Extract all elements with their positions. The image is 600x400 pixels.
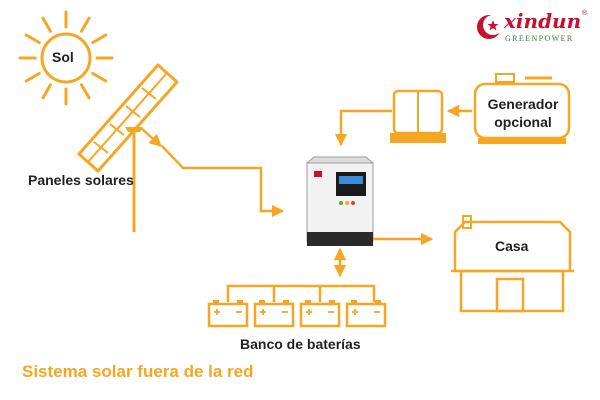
house-icon bbox=[451, 215, 574, 313]
star-crescent-logo-icon bbox=[477, 15, 503, 39]
generator-icon bbox=[390, 73, 571, 144]
solar-panel-icon bbox=[77, 63, 179, 232]
sun-ray bbox=[24, 72, 41, 83]
sun-icon bbox=[18, 10, 114, 106]
battery-bank-icons bbox=[207, 300, 387, 328]
sun-ray bbox=[91, 72, 108, 83]
diagram-title: Sistema solar fuera de la red bbox=[22, 362, 254, 381]
battery-bank-label: Banco de baterías bbox=[240, 336, 361, 352]
battery-icon bbox=[299, 300, 341, 328]
inverter-icon bbox=[305, 156, 375, 246]
sun-label: Sol bbox=[52, 49, 74, 65]
brand-registered-mark: ® bbox=[582, 10, 588, 17]
solar-panels-label: Paneles solares bbox=[28, 172, 134, 188]
sun-ray bbox=[80, 83, 91, 100]
edge-panels-to-inverter bbox=[140, 127, 285, 218]
edge-generator-to-inverter bbox=[334, 104, 472, 147]
sun-ray bbox=[91, 33, 108, 44]
edge-inverter-to-battery-bank bbox=[226, 247, 376, 302]
sun-ray bbox=[24, 33, 41, 44]
brand-name: xindun bbox=[504, 9, 582, 33]
sun-ray bbox=[41, 83, 52, 100]
sun-ray bbox=[80, 16, 91, 33]
sun-ray bbox=[41, 16, 52, 33]
battery-icon bbox=[207, 300, 249, 328]
generator-label: Generador opcional bbox=[487, 96, 559, 130]
battery-icon bbox=[253, 300, 295, 328]
brand-logo: xindun ® GREENPOWER bbox=[476, 9, 594, 49]
battery-icon bbox=[345, 300, 387, 328]
house-label: Casa bbox=[495, 238, 529, 254]
brand-tagline: GREENPOWER bbox=[505, 34, 574, 43]
